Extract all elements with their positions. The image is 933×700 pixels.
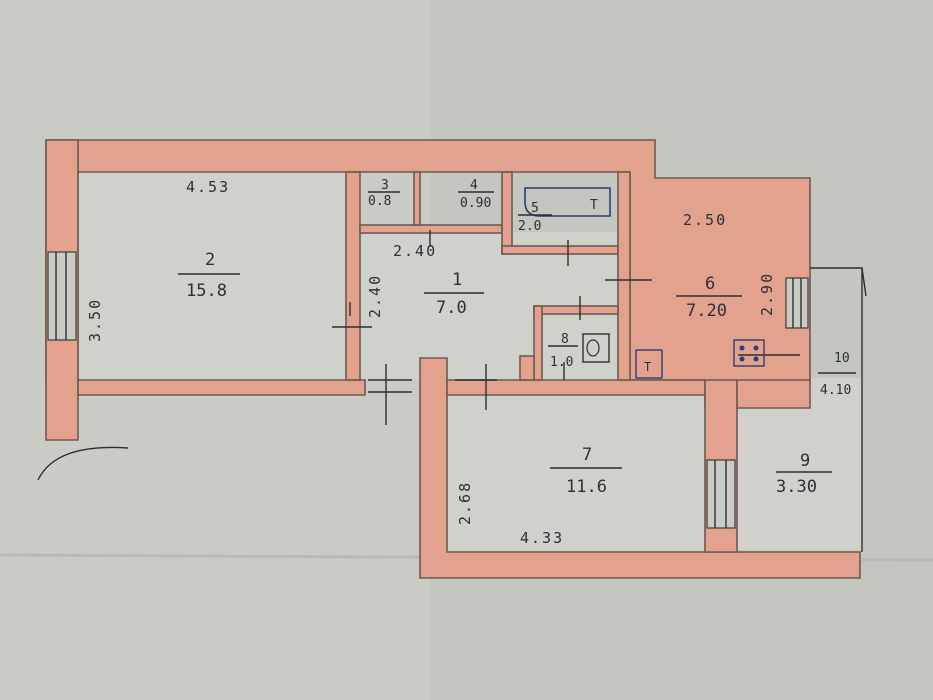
room-label-1: 1 7.0 <box>424 270 484 318</box>
svg-text:4.10: 4.10 <box>820 383 851 398</box>
stove-icon <box>733 339 765 367</box>
svg-text:T: T <box>590 198 598 213</box>
svg-text:4: 4 <box>470 178 478 193</box>
svg-text:8: 8 <box>561 332 569 347</box>
svg-text:9: 9 <box>800 451 810 471</box>
entrance-arc <box>37 446 129 481</box>
svg-text:3: 3 <box>381 178 389 193</box>
room-label-6: 6 7.20 <box>676 274 742 321</box>
svg-text:2.0: 2.0 <box>518 219 541 234</box>
dimension-labels: 4.53 3.50 2.40 2.40 2.50 2.90 2.68 4.33 <box>86 178 776 547</box>
svg-text:7.20: 7.20 <box>686 301 727 321</box>
svg-text:10: 10 <box>834 351 850 366</box>
dim-room2-height: 3.50 <box>86 298 104 342</box>
dim-room7-height: 2.68 <box>456 481 474 525</box>
room-label-9: 9 3.30 <box>776 451 832 497</box>
bathtub-icon: T <box>524 187 611 217</box>
toilet-icon <box>582 333 610 363</box>
dim-hall-height: 2.40 <box>366 274 384 318</box>
window-room2 <box>47 251 77 341</box>
room-label-5: 5 2.0 <box>518 201 552 234</box>
dim-kitchen-width: 2.50 <box>683 211 727 229</box>
svg-text:1.0: 1.0 <box>550 355 573 370</box>
room-label-8: 8 1.0 <box>548 332 578 370</box>
svg-text:15.8: 15.8 <box>186 281 227 301</box>
dim-kitchen-height: 2.90 <box>758 272 776 316</box>
svg-text:6: 6 <box>705 274 715 294</box>
svg-text:5: 5 <box>531 201 539 216</box>
window-kitchen <box>785 277 809 329</box>
room-label-7: 7 11.6 <box>550 445 622 497</box>
svg-text:1: 1 <box>452 270 462 290</box>
room-label-10: 10 4.10 <box>818 351 856 398</box>
svg-text:0.90: 0.90 <box>460 196 491 211</box>
dim-hall-width: 2.40 <box>393 242 437 260</box>
svg-text:11.6: 11.6 <box>566 477 607 497</box>
svg-text:3.30: 3.30 <box>776 477 817 497</box>
svg-text:7: 7 <box>582 445 592 465</box>
windows <box>47 251 809 529</box>
room-label-2: 2 15.8 <box>178 250 240 301</box>
room-labels: 2 15.8 1 7.0 3 0.8 4 0.90 5 2.0 6 7.20 <box>178 178 856 497</box>
interior-walls <box>345 171 631 381</box>
svg-text:2: 2 <box>205 250 215 270</box>
svg-text:7.0: 7.0 <box>436 298 467 318</box>
room-label-3: 3 0.8 <box>368 178 400 209</box>
door-marks <box>332 230 800 425</box>
svg-text:T: T <box>644 360 651 374</box>
room-label-4: 4 0.90 <box>458 178 494 211</box>
dim-room7-width: 4.33 <box>520 529 564 547</box>
boiler-icon: T <box>635 349 663 379</box>
svg-text:0.8: 0.8 <box>368 194 391 209</box>
window-room7 <box>706 459 736 529</box>
dim-room2-width: 4.53 <box>186 178 230 196</box>
